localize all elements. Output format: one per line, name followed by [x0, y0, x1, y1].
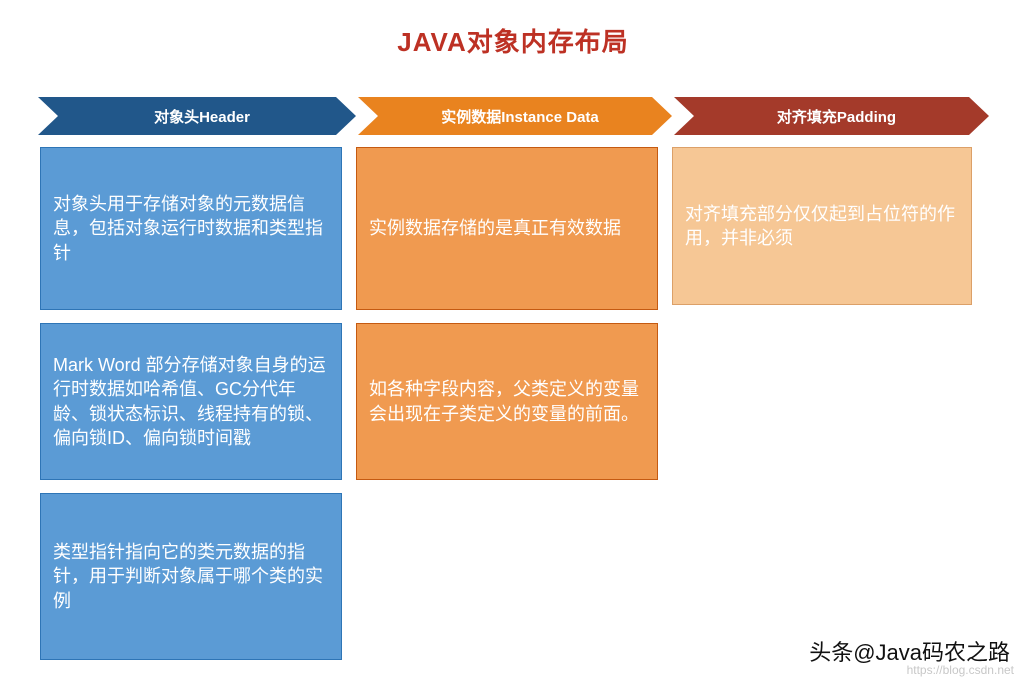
csdn-watermark: https://blog.csdn.net: [906, 663, 1014, 677]
box-object-header-desc: 对象头用于存储对象的元数据信息，包括对象运行时数据和类型指针: [40, 147, 342, 310]
box-padding-desc: 对齐填充部分仅仅起到占位符的作用，并非必须: [672, 147, 972, 305]
header-arrow-instance-data-label: 实例数据Instance Data: [441, 108, 599, 126]
header-arrow-object-header: 对象头Header: [38, 97, 356, 135]
box-mark-word-text: Mark Word 部分存储对象自身的运行时数据如哈希值、GC分代年龄、锁状态标…: [53, 354, 326, 448]
box-instance-data-fields: 如各种字段内容，父类定义的变量会出现在子类定义的变量的前面。: [356, 323, 658, 480]
header-arrow-instance-data: 实例数据Instance Data: [358, 97, 672, 135]
signature-text: 头条@Java码农之路: [809, 640, 1010, 665]
header-arrow-padding: 对齐填充Padding: [674, 97, 989, 135]
column-object-header: 对象头用于存储对象的元数据信息，包括对象运行时数据和类型指针 Mark Word…: [40, 147, 342, 660]
header-arrow-row: 对象头Header 实例数据Instance Data 对齐填充Padding: [38, 97, 989, 135]
column-instance-data: 实例数据存储的是真正有效数据 如各种字段内容，父类定义的变量会出现在子类定义的变…: [356, 147, 658, 480]
box-instance-data-desc: 实例数据存储的是真正有效数据: [356, 147, 658, 310]
box-mark-word: Mark Word 部分存储对象自身的运行时数据如哈希值、GC分代年龄、锁状态标…: [40, 323, 342, 480]
box-object-header-desc-text: 对象头用于存储对象的元数据信息，包括对象运行时数据和类型指针: [53, 194, 323, 263]
box-class-pointer: 类型指针指向它的类元数据的指针，用于判断对象属于哪个类的实例: [40, 493, 342, 660]
column-padding: 对齐填充部分仅仅起到占位符的作用，并非必须: [672, 147, 972, 305]
box-instance-data-fields-text: 如各种字段内容，父类定义的变量会出现在子类定义的变量的前面。: [369, 379, 639, 424]
header-arrow-padding-label: 对齐填充Padding: [776, 108, 897, 126]
diagram-grid: 对象头用于存储对象的元数据信息，包括对象运行时数据和类型指针 Mark Word…: [40, 147, 972, 660]
header-arrow-object-header-label: 对象头Header: [154, 108, 250, 126]
box-padding-desc-text: 对齐填充部分仅仅起到占位符的作用，并非必须: [685, 203, 955, 248]
page-title: JAVA对象内存布局: [397, 27, 629, 57]
box-class-pointer-text: 类型指针指向它的类元数据的指针，用于判断对象属于哪个类的实例: [53, 542, 323, 611]
box-instance-data-desc-text: 实例数据存储的是真正有效数据: [369, 218, 621, 239]
